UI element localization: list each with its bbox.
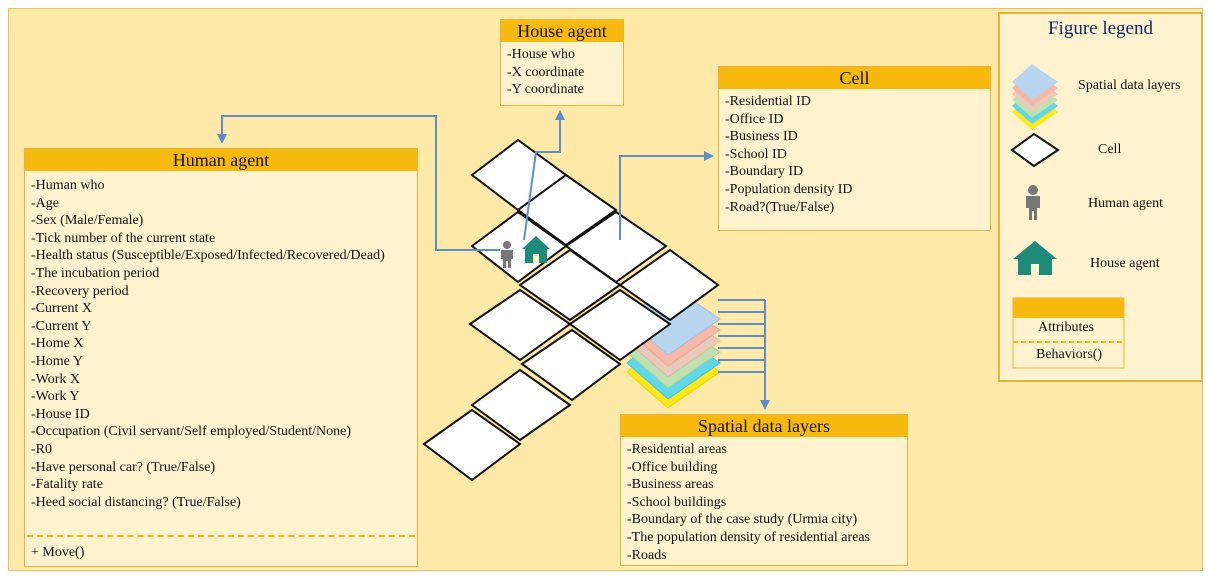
cell-arrow (619, 151, 714, 240)
cell-attributes: -Residential ID -Office ID -Business ID … (719, 89, 990, 220)
human-agent-attribute: -Heed social distancing? (True/False) (31, 494, 241, 510)
spatial-layer-attribute: -Business areas (627, 477, 714, 493)
figure-legend: Figure legend (998, 12, 1203, 382)
legend-human-label: Human agent (1088, 196, 1164, 211)
grid-cell (618, 248, 720, 322)
human-agent-attribute: -Current X (31, 301, 93, 317)
grid-cell (422, 408, 522, 482)
human-agent-attribute: -The incubation period (31, 265, 160, 281)
attributes-behaviors-divider (27, 535, 415, 537)
cell-attribute: -Population density ID (725, 181, 853, 197)
legend-spatial-label: Spatial data layers (1078, 78, 1181, 93)
legend-house-symbol (1013, 241, 1057, 275)
human-agent-behavior: + Move() (31, 545, 85, 560)
house-agent-attribute: -X coordinate (507, 64, 585, 80)
legend-symbols (1010, 64, 1125, 369)
legend-layers-symbol (1012, 64, 1058, 130)
spatial-layers-attributes: -Residential areas -Office building -Bus… (621, 437, 907, 568)
connector-arrows (217, 110, 770, 410)
cell-attribute: -Boundary ID (725, 164, 804, 180)
human-agent-attribute: -Health status (Susceptible/Exposed/Infe… (31, 248, 385, 264)
legend-house-label: House agent (1090, 256, 1160, 271)
human-agent-attribute: -Current Y (31, 318, 92, 334)
human-agent-attribute: -House ID (31, 406, 90, 422)
human-agent-attribute: -R0 (31, 441, 52, 457)
house-agent-box: House agent -House who -X coordinate -Y … (500, 19, 624, 106)
legend-cell-label: Cell (1098, 142, 1122, 157)
house-icon (522, 236, 550, 263)
human-agent-attribute: -Work X (31, 371, 81, 387)
human-agent-attribute: -Occupation (Civil servant/Self employed… (31, 424, 351, 440)
spatial-layer-attribute: -Roads (627, 547, 667, 563)
house-agent-title: House agent (501, 20, 623, 42)
legend-title: Figure legend (1047, 18, 1153, 39)
cell-box: Cell -Residential ID -Office ID -Busines… (718, 66, 991, 231)
spatial-layer-arrows (718, 299, 770, 410)
spatial-layers-title: Spatial data layers (621, 415, 907, 437)
spatial-layer-attribute: -School buildings (627, 494, 727, 510)
human-agent-attribute: -Human who (31, 178, 105, 193)
grid-cell (470, 368, 572, 442)
grid-cell (520, 328, 622, 402)
spatial-layer-attribute: -Office building (627, 459, 718, 475)
spatial-layer-attribute: -Residential areas (627, 442, 727, 457)
human-agent-attributes: -Human who -Age -Sex (Male/Female) -Tick… (25, 171, 417, 515)
cell-title: Cell (719, 67, 990, 89)
legend-behaviors-label: Behaviors() (1036, 347, 1103, 362)
spatial-layers-box: Spatial data layers -Residential areas -… (620, 414, 908, 566)
human-agent-box: Human agent -Human who -Age -Sex (Male/F… (24, 148, 418, 567)
spatial-layer-attribute: -Boundary of the case study (Urmia city) (627, 512, 858, 528)
cell-grid (422, 138, 720, 482)
legend-class-symbol (1012, 297, 1125, 369)
house-agent-attribute: -Y coordinate (507, 82, 584, 98)
legend-human-symbol (1026, 185, 1040, 220)
legend-attributes-label: Attributes (1038, 320, 1094, 335)
grid-cell (516, 173, 618, 247)
human-agent-attribute: -Age (31, 195, 59, 211)
house-agent-arrow (523, 110, 565, 241)
cell-attribute: -Residential ID (725, 94, 811, 109)
house-agent-attributes: -House who -X coordinate -Y coordinate (501, 42, 623, 103)
cell-attribute: -Road?(True/False) (725, 199, 835, 215)
spatial-layer-attribute: -The population density of residential a… (627, 529, 870, 545)
human-agent-attribute: -Fatality rate (31, 477, 103, 493)
human-agent-attribute: -Home Y (31, 353, 83, 369)
house-agent-attribute: -House who (507, 47, 576, 62)
cell-attribute: -Business ID (725, 129, 798, 145)
cell-attribute: -School ID (725, 146, 787, 162)
human-agent-attribute: -Tick number of the current state (31, 230, 216, 246)
human-agent-attribute: -Have personal car? (True/False) (31, 459, 216, 475)
human-agent-attribute: -Recovery period (31, 283, 129, 299)
human-agent-attribute: -Work Y (31, 389, 80, 405)
human-agent-attribute: -Home X (31, 336, 84, 352)
legend-cell-symbol (1010, 132, 1060, 168)
human-agent-title: Human agent (25, 149, 417, 171)
human-icon (501, 241, 513, 268)
human-agent-attribute: -Sex (Male/Female) (31, 213, 144, 229)
grid-cell (568, 288, 672, 362)
cell-attribute: -Office ID (725, 111, 784, 127)
human-agent-arrow (217, 115, 500, 251)
